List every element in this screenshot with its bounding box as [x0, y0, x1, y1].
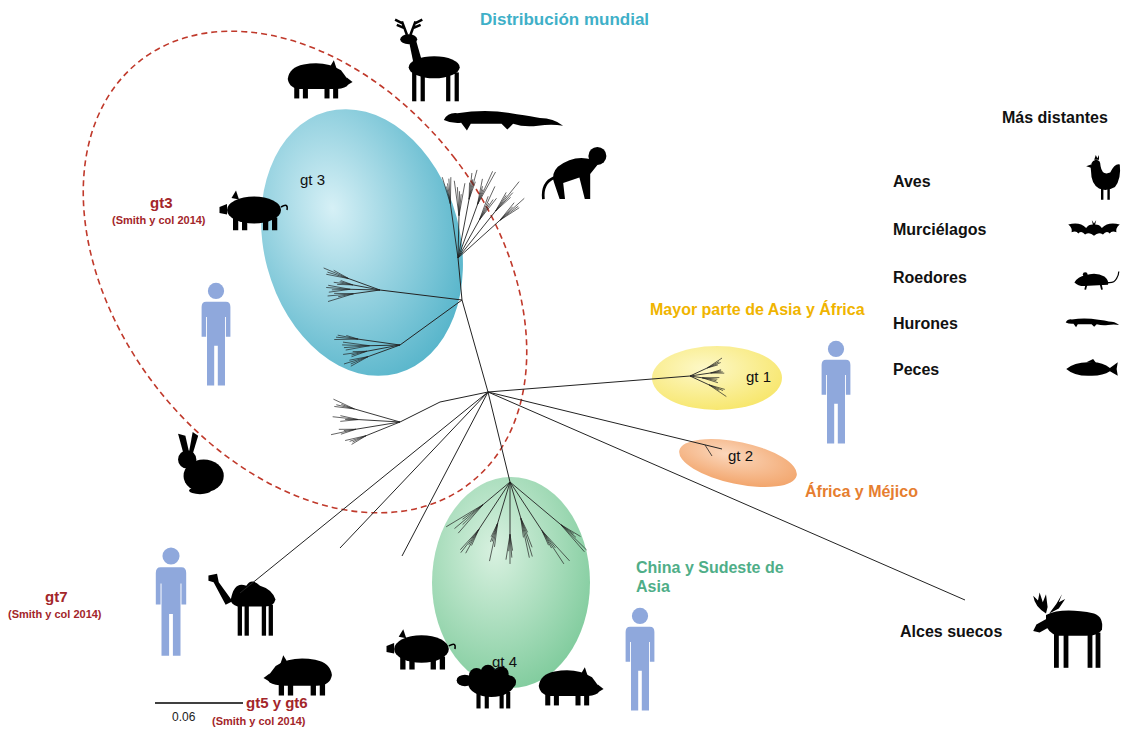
citation: (Smith y col 2014) [212, 715, 306, 728]
scale-value: 0.06 [172, 710, 195, 724]
deer-icon [395, 20, 460, 102]
tree-branch [500, 198, 524, 220]
host-label: Peces [893, 360, 939, 379]
tree-branch [477, 171, 492, 204]
mongoose-icon [444, 111, 563, 130]
scale-bar [155, 702, 243, 704]
human-icons [156, 283, 851, 711]
host-label: Murciélagos [893, 220, 986, 239]
tree-branch [469, 182, 475, 200]
tree-branch [458, 220, 500, 258]
genotype-cluster: gt 3 [262, 105, 462, 380]
tree-branch [510, 534, 511, 564]
tree-branch [331, 429, 356, 434]
host-label: Roedores [893, 268, 967, 287]
tree-branch [440, 392, 488, 402]
tree-branch [457, 187, 459, 216]
moose-icon [1033, 593, 1102, 668]
region-label: Mayor parte de Asia y África [650, 300, 865, 319]
tree-branch [340, 416, 358, 420]
citation: (Smith y col 2014) [8, 608, 102, 621]
tree-branch [500, 203, 514, 221]
human-icon [822, 341, 851, 444]
tree-branch [339, 429, 356, 430]
tree-branch [356, 422, 400, 429]
human-icon [202, 283, 231, 386]
legend-heading: Más distantes [1002, 108, 1108, 127]
tree-branch [366, 422, 400, 436]
ferret-icon [1066, 318, 1119, 327]
genotype-label: gt 4 [492, 653, 517, 670]
tree-branch [340, 392, 488, 548]
boar-icon [288, 60, 353, 98]
host-label: Hurones [893, 314, 958, 333]
tree-branch [333, 399, 354, 409]
bat-icon [1068, 220, 1120, 236]
boar-icon [264, 655, 332, 695]
tree-branch [488, 392, 510, 482]
tree-branch [500, 208, 519, 221]
tree-branch [400, 402, 440, 422]
tree-branch [459, 183, 465, 215]
tree-branch [345, 436, 366, 441]
chicken-icon [1086, 155, 1120, 200]
region-label: Distribución mundial [480, 10, 649, 30]
cluster-ellipse [262, 105, 462, 380]
genotype-cluster: gt 2 [676, 440, 800, 486]
rabbit-icon [178, 432, 224, 494]
animal-icons [178, 20, 1120, 709]
tree-branch [336, 405, 354, 409]
genotype-label: gt7 [45, 588, 68, 606]
tree-branch [496, 193, 513, 211]
monkey-icon [543, 147, 606, 199]
tree-branch [340, 420, 358, 422]
tree-branch [510, 482, 511, 534]
tree-branch [462, 300, 488, 392]
region-label: China y Sudeste de Asia [636, 558, 786, 596]
host-label: Aves [893, 172, 931, 191]
human-icon [626, 608, 655, 711]
fish-icon [1066, 359, 1118, 376]
camel-icon [208, 574, 275, 636]
genotype-cluster: gt 4 [430, 475, 592, 690]
region-label: África y Méjico [805, 482, 918, 501]
tree-branch [458, 211, 496, 258]
citation: (Smith y col 2014) [112, 214, 206, 227]
host-label: Alces suecos [900, 622, 1002, 641]
tree-branch [450, 177, 451, 204]
genotype-label: gt 1 [746, 368, 771, 385]
tree-branch [496, 197, 511, 211]
genotype-label: gt3 [150, 194, 173, 212]
tree-branch [479, 198, 496, 220]
tree-branch [333, 417, 359, 420]
tree-branch [354, 409, 400, 422]
tree-branch [458, 205, 477, 258]
tree-branch [469, 170, 477, 199]
tree-branch [496, 182, 520, 211]
sheep-icon [457, 665, 516, 709]
rat-icon [1074, 272, 1118, 290]
tree-branch [454, 181, 459, 216]
genotype-cluster: gt 1 [650, 344, 784, 412]
human-icon [156, 547, 186, 655]
genotype-label: gt 2 [728, 447, 753, 464]
genotype-label: gt5 y gt6 [246, 694, 308, 712]
tree-branch [458, 220, 479, 258]
genotype-label: gt 3 [300, 171, 325, 188]
